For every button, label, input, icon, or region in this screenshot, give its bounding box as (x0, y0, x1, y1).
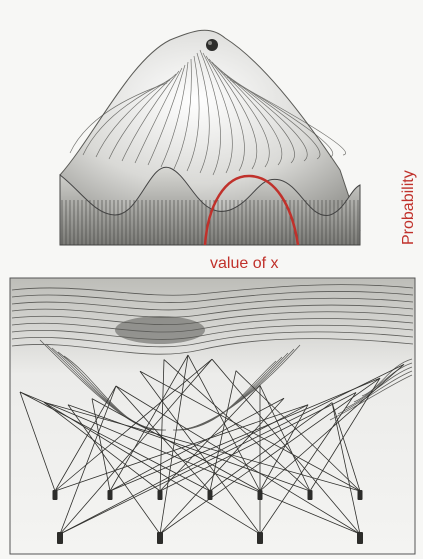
anchor-peg (258, 490, 263, 500)
landscape-wall-stripes (62, 200, 358, 245)
anchor-peg (358, 490, 363, 500)
anchor-peg (157, 532, 163, 544)
anchor-peg (57, 532, 63, 544)
marble-ball (206, 39, 218, 51)
central-hollow (115, 316, 205, 344)
tether-panel (10, 278, 415, 554)
anchor-peg (257, 532, 263, 544)
x-axis-label: value of x (210, 255, 278, 272)
anchor-peg (308, 490, 313, 500)
anchor-peg (53, 490, 58, 500)
anchor-peg (208, 490, 213, 500)
anchor-peg (108, 490, 113, 500)
anchor-peg (158, 490, 163, 500)
anchor-peg (357, 532, 363, 544)
probability-label: Probability (400, 170, 417, 245)
